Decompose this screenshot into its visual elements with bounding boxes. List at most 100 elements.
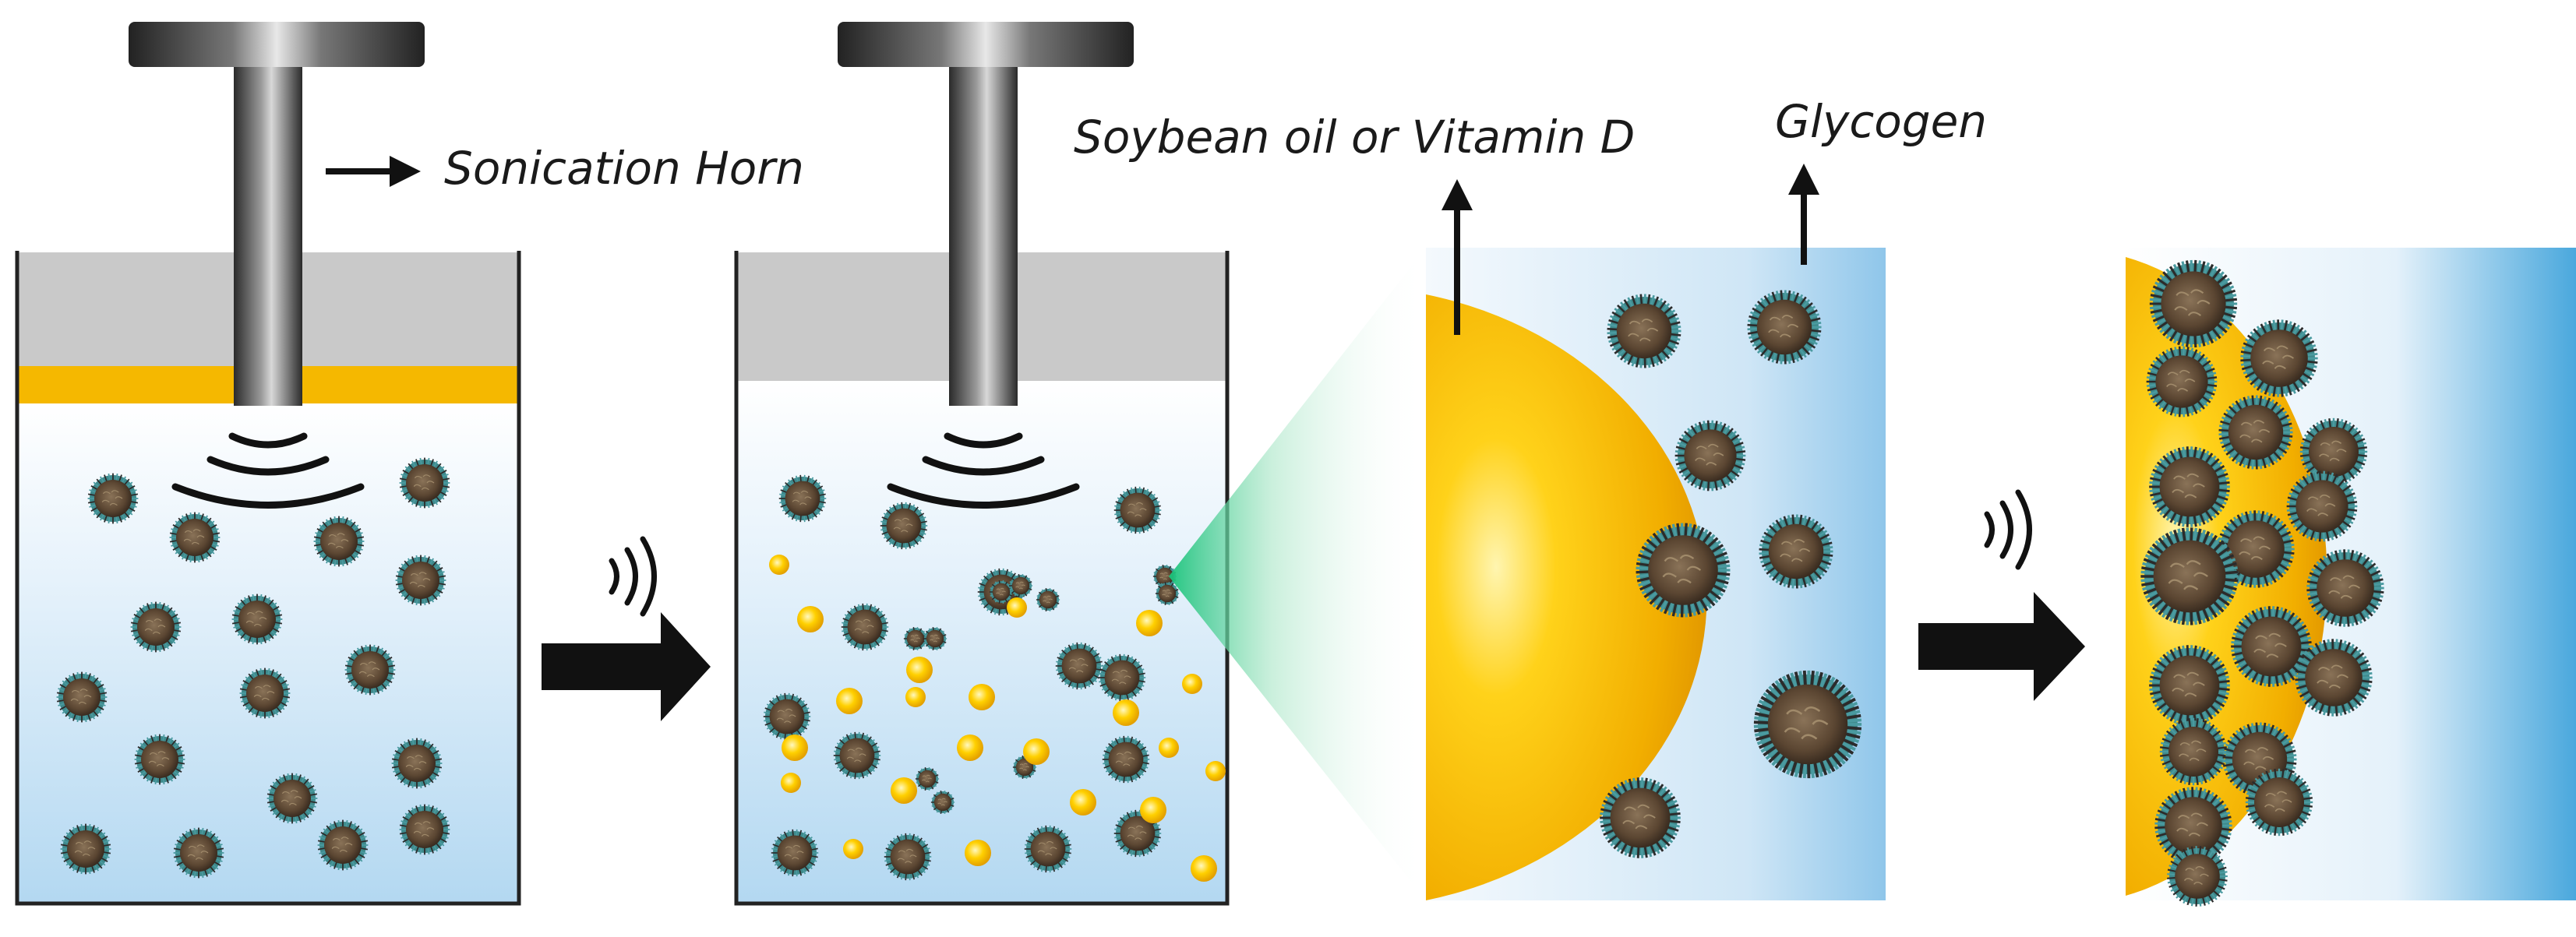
oil-droplet xyxy=(1205,761,1226,781)
beaker-1-glycogen-particles xyxy=(56,457,450,879)
glycogen-particle xyxy=(1607,294,1681,368)
sonication-horn-1 xyxy=(129,22,425,509)
glycogen-particle xyxy=(1155,581,1180,606)
glycogen-particle xyxy=(930,790,955,815)
pickering-glycogen-particles xyxy=(2140,259,2384,907)
glycogen-particle xyxy=(344,644,396,696)
glycogen-particle xyxy=(130,601,182,653)
oil-droplet xyxy=(906,657,933,683)
sound-waves-icon xyxy=(1984,489,2032,570)
sound-waves-icon xyxy=(171,432,365,509)
glycogen-particle xyxy=(399,457,450,509)
glycogen-particle xyxy=(1098,653,1146,702)
glycogen-particle xyxy=(2286,470,2358,542)
glycogen-particle xyxy=(989,579,1014,604)
glycogen-particle xyxy=(880,502,928,550)
glycogen-particle xyxy=(87,473,139,524)
glycogen-particle xyxy=(2245,768,2313,837)
beaker-2-particles xyxy=(763,474,1226,882)
interface-glycogen-particles xyxy=(1600,290,1862,858)
glycogen-particle xyxy=(1055,642,1103,690)
oil-droplet xyxy=(1191,855,1217,882)
glycogen-particle xyxy=(884,833,932,881)
horn-1-shaft xyxy=(234,67,302,406)
glycogen-particle xyxy=(2154,787,2232,865)
glycogen-particle xyxy=(903,626,928,651)
glycogen-particle xyxy=(1600,777,1681,858)
glycogen-particle xyxy=(2149,259,2238,348)
glycogen-particle xyxy=(833,731,881,780)
zoom-cone xyxy=(1169,248,1426,900)
glycogen-particle xyxy=(266,773,318,824)
glycogen-particle xyxy=(399,804,450,855)
glycogen-particle xyxy=(1674,420,1746,491)
glycogen-particle xyxy=(391,738,443,789)
oil-droplet xyxy=(797,606,824,632)
oil-droplet xyxy=(1023,738,1050,765)
oil-droplet xyxy=(957,734,983,761)
oil-droplet xyxy=(843,839,863,859)
horn-label: Sonication Horn xyxy=(444,142,804,195)
glycogen-particle xyxy=(923,626,947,651)
glycogen-particle xyxy=(313,516,365,567)
glycogen-particle xyxy=(2240,319,2318,397)
oil-droplet xyxy=(1140,797,1166,823)
glycogen-particle xyxy=(56,671,108,723)
glycogen-particle xyxy=(1036,587,1060,612)
glycogen-particle xyxy=(134,734,185,785)
oil-droplet xyxy=(782,734,808,761)
glycogen-particle xyxy=(771,829,819,877)
glycogen-particle xyxy=(915,766,940,791)
glycogen-particle xyxy=(2306,549,2384,627)
oil-droplet xyxy=(836,688,863,714)
glycogen-particle xyxy=(231,594,283,645)
glycogen-particle xyxy=(1759,514,1833,589)
sonication-horn-2 xyxy=(838,22,1134,509)
glycogen-particle xyxy=(2146,346,2218,417)
oil-droplet xyxy=(1070,789,1096,815)
glycogen-particle xyxy=(395,555,446,606)
glycogen-particle xyxy=(2231,606,2312,687)
glycogen-particle xyxy=(2159,717,2228,786)
oil-droplet xyxy=(965,840,991,866)
glycogen-label: Glycogen xyxy=(1775,95,1987,148)
glycogen-particle xyxy=(2217,510,2295,588)
oil-droplet xyxy=(1136,610,1163,636)
glycogen-particle xyxy=(1113,486,1162,534)
oil-droplet xyxy=(891,777,917,804)
glycogen-particle xyxy=(2299,417,2368,486)
oil-droplet xyxy=(1182,674,1202,694)
oil-droplet xyxy=(769,555,789,575)
glycogen-particle xyxy=(239,668,291,719)
glycogen-particle xyxy=(1753,670,1862,779)
sound-waves-icon xyxy=(887,432,1080,509)
sound-waves-icon xyxy=(609,536,657,617)
glycogen-particle xyxy=(778,474,827,523)
oil-droplet xyxy=(905,687,926,707)
glycogen-particle xyxy=(2295,639,2373,717)
glycogen-particle xyxy=(763,692,811,741)
oil-droplet xyxy=(1007,597,1027,618)
glycogen-particle xyxy=(1102,735,1150,784)
glycogen-particle xyxy=(173,827,224,879)
oil-droplet xyxy=(969,684,995,710)
glycogen-particle xyxy=(169,512,221,563)
horn-2-shaft xyxy=(949,67,1018,406)
glycogen-particle xyxy=(2140,527,2239,625)
oil-droplet xyxy=(1113,699,1139,726)
glycogen-particle xyxy=(1747,290,1822,365)
glycogen-particle xyxy=(2149,645,2230,726)
glycogen-particle xyxy=(1113,809,1162,858)
glycogen-particle xyxy=(1008,573,1033,598)
glycogen-particle xyxy=(2218,395,2293,470)
beaker-1-wall xyxy=(15,251,521,906)
horn-1-plate xyxy=(129,22,425,67)
glycogen-particle xyxy=(1152,564,1177,589)
glycogen-particle xyxy=(2149,446,2230,527)
oil-droplet xyxy=(781,773,801,793)
glycogen-particle xyxy=(1024,825,1072,873)
glycogen-particle xyxy=(841,603,889,651)
right-arrow-icon xyxy=(1918,592,2085,701)
glycogen-particle xyxy=(2167,846,2228,907)
